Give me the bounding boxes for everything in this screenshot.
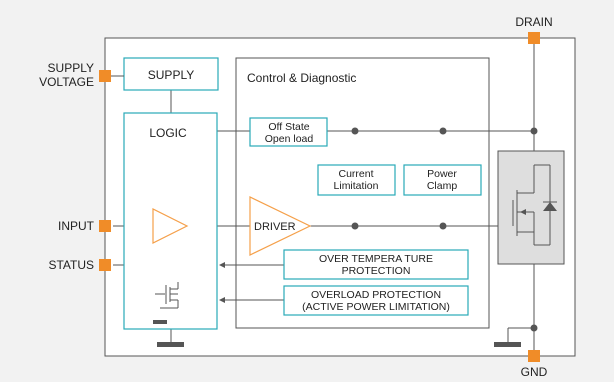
over-temp-line1: OVER TEMPERA TURE: [319, 253, 433, 265]
gnd-pin: [528, 350, 540, 362]
overload-line2: (ACTIVE POWER LIMITATION): [302, 301, 450, 313]
logic-ground-bar: [157, 342, 184, 347]
supply-block-label: SUPPLY: [148, 68, 194, 82]
logic-block-label: LOGIC: [149, 126, 187, 140]
limitation-label: Limitation: [334, 180, 379, 192]
power-clamp-block: [403, 164, 482, 196]
current-limitation-block: [317, 164, 396, 196]
body-diode-icon: [543, 202, 557, 211]
supply-voltage-label-line2: VOLTAGE: [39, 75, 94, 89]
driver-label: DRIVER: [254, 221, 296, 233]
gnd-ground-bar: [494, 342, 521, 347]
control-diagnostic-title: Control & Diagnostic: [247, 71, 356, 85]
status-transistor-icon: [155, 282, 179, 309]
wires: [113, 38, 535, 356]
drain-pin: [528, 32, 540, 44]
power-mosfet-symbol: [512, 164, 557, 246]
status-ground-bar: [153, 320, 167, 324]
status-label: STATUS: [48, 258, 94, 272]
off-state-open-load-block: [249, 117, 328, 147]
input-buffer-triangle: [152, 208, 189, 244]
overload-line1: OVERLOAD PROTECTION: [311, 289, 441, 301]
status-pin: [99, 259, 111, 271]
current-label: Current: [338, 168, 373, 180]
over-temp-line2: PROTECTION: [342, 265, 411, 277]
input-label: INPUT: [58, 219, 95, 233]
supply-block: [123, 57, 219, 91]
junction-dots: [351, 127, 538, 332]
overload-protection-block: [283, 285, 469, 316]
off-state-label: Off State: [268, 121, 309, 133]
driver-triangle: [249, 196, 312, 256]
over-temperature-protection-block: [283, 249, 469, 280]
supply-voltage-pin: [99, 70, 111, 82]
open-load-label: Open load: [265, 133, 314, 145]
drain-label: DRAIN: [515, 15, 552, 29]
input-pin: [99, 220, 111, 232]
clamp-label: Clamp: [427, 180, 458, 192]
power-label: Power: [427, 168, 457, 180]
gnd-label: GND: [521, 365, 548, 379]
supply-voltage-label-line1: SUPPLY: [48, 61, 94, 75]
mosfet-arrow-icon: [520, 209, 526, 215]
